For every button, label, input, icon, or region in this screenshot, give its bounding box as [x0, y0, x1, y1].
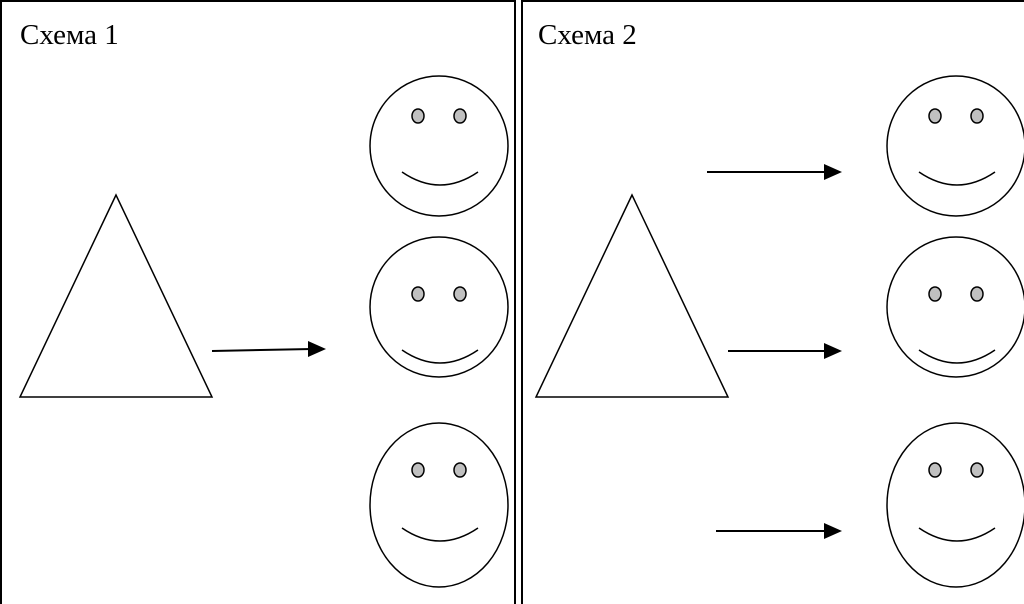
arrow-icon	[211, 341, 326, 357]
scheme-1-title: Схема 1	[20, 19, 119, 51]
smiley-face-icon	[369, 422, 509, 588]
arrow-icon	[728, 343, 842, 359]
scheme-2-panel: Схема 2	[521, 0, 1024, 604]
triangle-icon	[18, 193, 214, 398]
smiley-face-icon	[369, 75, 509, 217]
smiley-face-icon	[886, 422, 1024, 588]
arrow-icon	[707, 164, 842, 180]
arrow-icon	[716, 523, 842, 539]
scheme-1-panel: Схема 1	[0, 0, 516, 604]
triangle-icon	[534, 193, 730, 398]
smiley-face-icon	[886, 236, 1024, 378]
scheme-2-title: Схема 2	[538, 19, 637, 51]
smiley-face-icon	[369, 236, 509, 378]
smiley-face-icon	[886, 75, 1024, 217]
